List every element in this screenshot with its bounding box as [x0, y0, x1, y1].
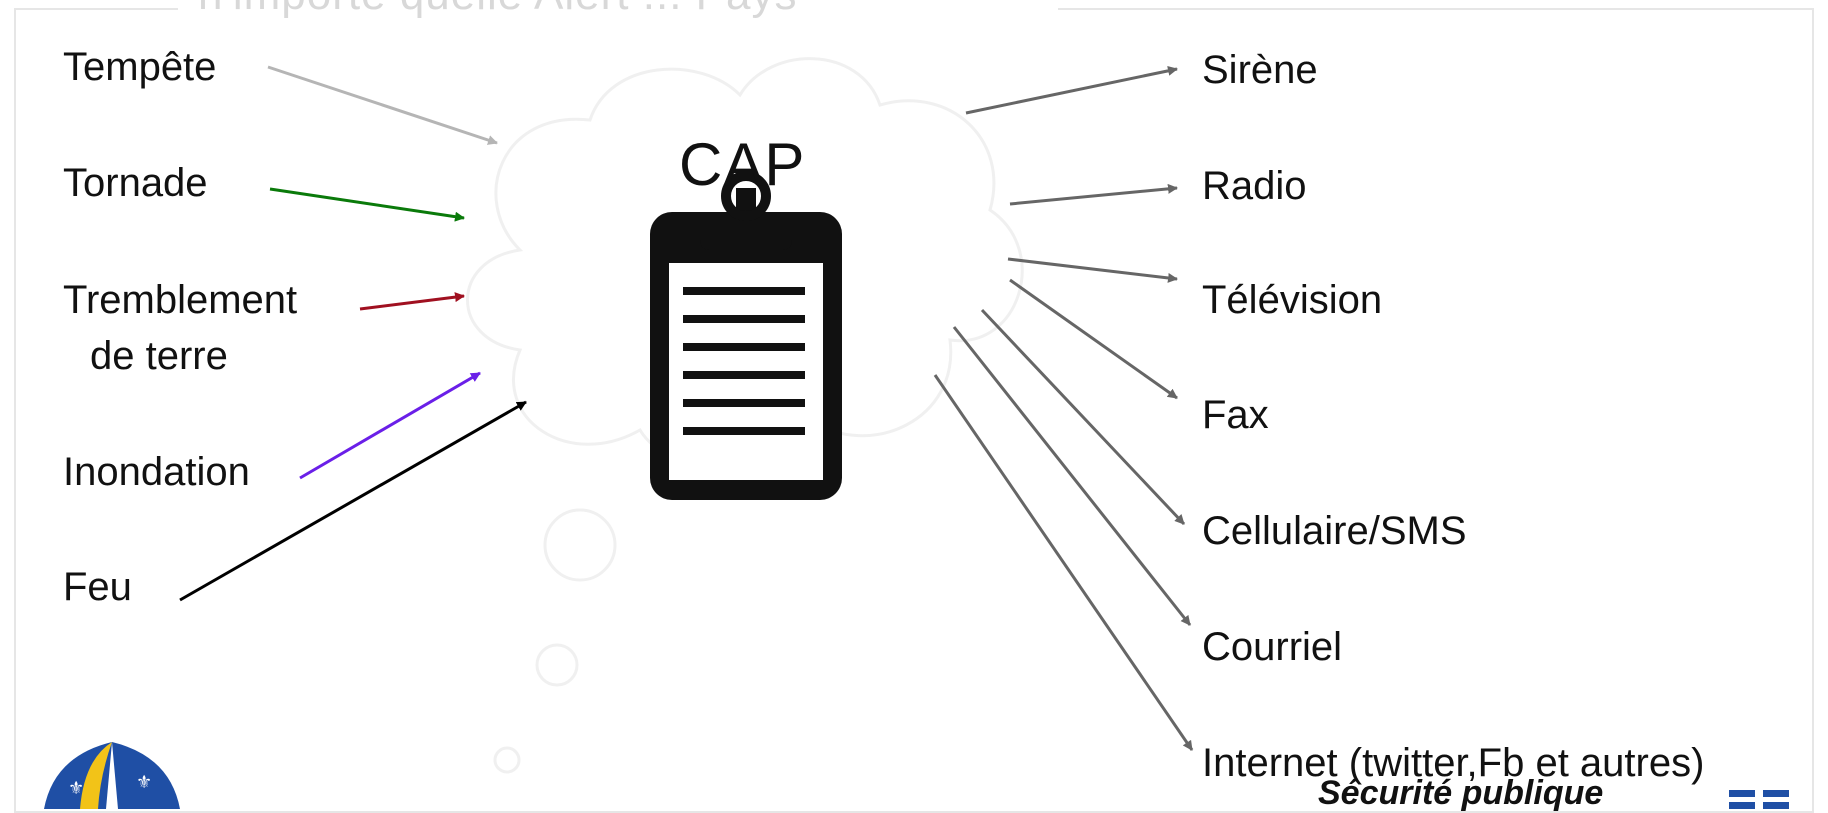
arrow-courriel: [952, 326, 1192, 626]
cap-label: CAP: [679, 131, 806, 198]
arrow-fax: [1009, 278, 1178, 400]
output-label-cellulaire: Cellulaire/SMS: [1202, 509, 1467, 553]
input-label-feu: Feu: [63, 565, 132, 609]
svg-text:⚜: ⚜: [68, 778, 84, 799]
output-label-fax: Fax: [1202, 393, 1269, 437]
output-label-television: Télévision: [1202, 278, 1383, 322]
input-label-tempete: Tempête: [63, 45, 217, 89]
arrow-tornade: [269, 187, 465, 222]
arrow-tremblement: [359, 292, 465, 311]
svg-text:⚜: ⚜: [136, 772, 152, 793]
clipboard-icon: [650, 171, 842, 500]
arrow-television: [1007, 257, 1178, 283]
arrow-radio: [1009, 183, 1178, 206]
input-label-inondation: Inondation: [63, 450, 250, 494]
input-label-tornade: Tornade: [63, 161, 208, 205]
output-label-internet: Internet (twitter,Fb et autres): [1202, 741, 1705, 785]
input-label-tremblement: Tremblement: [63, 278, 298, 322]
arrow-feu: [179, 400, 527, 602]
input-label-de-terre: de terre: [90, 334, 228, 378]
arrow-cellulaire: [980, 308, 1186, 526]
output-label-courriel: Courriel: [1202, 625, 1343, 669]
arrow-inondation: [299, 371, 481, 480]
quebec-flag-logo: [1729, 790, 1789, 809]
org-name: Sécurité publique: [1318, 774, 1604, 812]
quebec-umbrella-logo: ⚜ ⚜: [44, 742, 180, 809]
arrow-tempete: [267, 65, 498, 145]
slide-title-partial: n'importe quelle Alert ... Pays: [198, 0, 797, 20]
arrow-sirene: [965, 65, 1178, 115]
output-label-sirene: Sirène: [1202, 48, 1318, 92]
arrow-internet: [933, 374, 1194, 751]
title-mask: [178, 0, 1058, 18]
cloud-icon: [466, 57, 1024, 774]
output-label-radio: Radio: [1202, 164, 1307, 208]
